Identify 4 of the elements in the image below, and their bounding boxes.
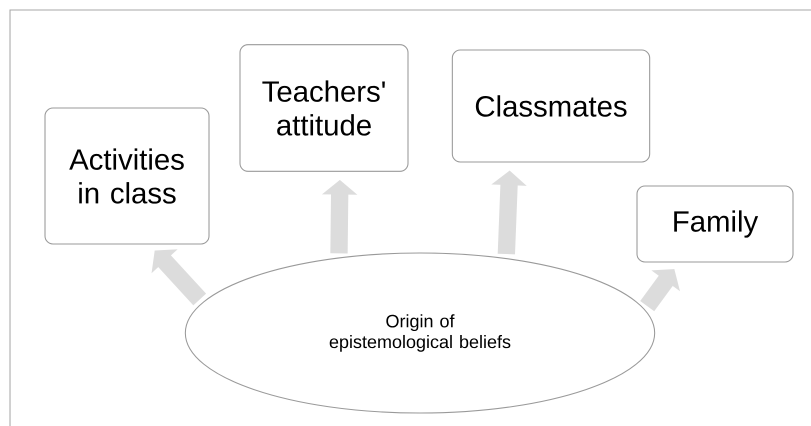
factor-box: Classmates [452, 49, 650, 163]
factor-box: Family [636, 185, 794, 263]
factor-box: Teachers' attitude [239, 44, 409, 172]
factor-box: Activities in class [44, 107, 210, 245]
